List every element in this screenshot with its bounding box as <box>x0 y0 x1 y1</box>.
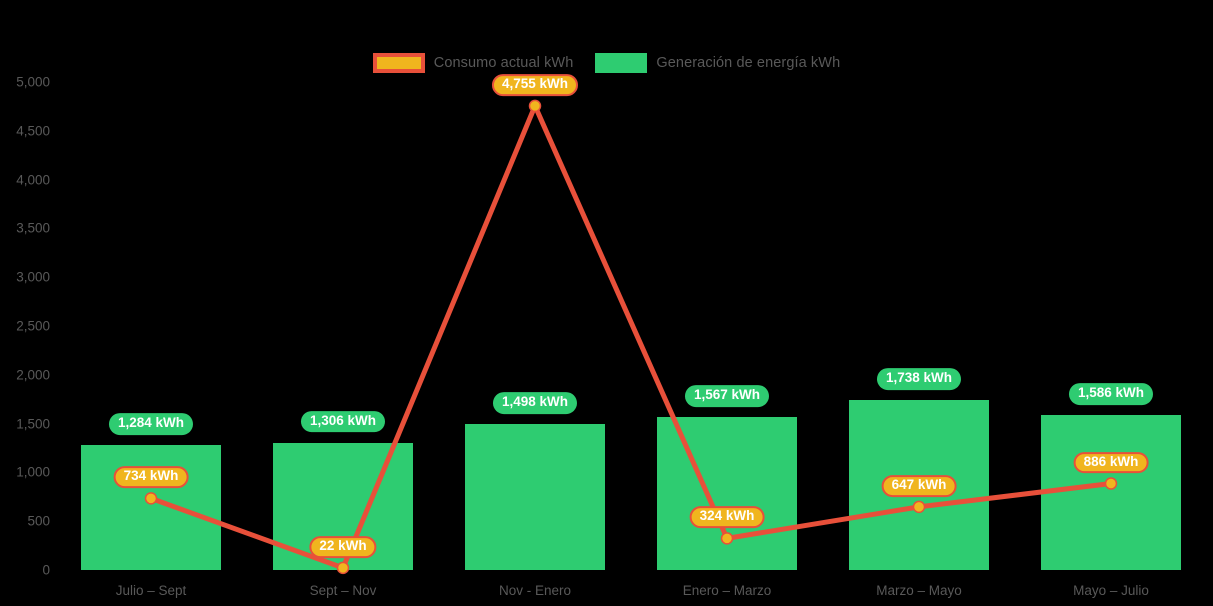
legend-label-consumo: Consumo actual kWh <box>433 55 574 71</box>
generacion-swatch-icon <box>595 53 648 73</box>
consumo-line <box>148 103 1114 571</box>
y-axis-tick: 4,000 <box>16 172 50 188</box>
y-axis-tick: 0 <box>42 562 50 578</box>
legend-label-generacion: Generación de energía kWh <box>656 55 841 71</box>
line-data-point[interactable] <box>144 492 158 505</box>
line-data-point[interactable] <box>912 500 926 514</box>
x-axis: Julio – Sept Sept – Nov Nov - Enero Enero –… <box>0 583 1213 606</box>
x-axis-tick: Mayo – Julio <box>1073 583 1149 598</box>
line-value-label: 22 kWh <box>309 535 377 558</box>
x-axis-tick: Enero – Marzo <box>682 583 772 598</box>
consumo-swatch-icon <box>372 53 425 73</box>
line-value-label: 886 kWh <box>1073 451 1149 474</box>
y-axis-tick: 2,000 <box>16 367 50 383</box>
legend-item-consumo[interactable]: Consumo actual kWh <box>372 53 574 73</box>
line-value-label: 734 kWh <box>113 466 189 489</box>
bar[interactable] <box>1041 415 1181 570</box>
x-axis-tick: Julio – Sept <box>115 583 187 598</box>
y-axis-tick: 3,500 <box>16 220 50 236</box>
bar-value-label: 1,586 kWh <box>1068 383 1154 406</box>
line-value-label: 324 kWh <box>689 506 765 529</box>
y-axis-tick: 5,000 <box>16 74 50 90</box>
x-axis-tick: Marzo – Mayo <box>876 583 962 598</box>
x-axis-tick: Nov - Enero <box>498 583 572 598</box>
line-data-point[interactable] <box>1104 477 1118 490</box>
y-axis: 0 500 1,000 1,500 2,000 2,500 3,000 3,500 4,000 4… <box>0 0 50 606</box>
bar-value-label: 1,498 kWh <box>492 391 578 414</box>
y-axis-tick: 500 <box>27 513 50 529</box>
line-data-point[interactable] <box>336 561 350 575</box>
x-axis-tick: Sept – Nov <box>309 583 377 598</box>
bar[interactable] <box>465 423 605 570</box>
y-axis-tick: 4,500 <box>16 123 50 139</box>
bar-value-label: 1,567 kWh <box>684 385 770 407</box>
y-axis-tick: 2,500 <box>16 318 50 334</box>
chart-legend: Consumo actual kWh Generación de energía… <box>0 50 1213 76</box>
bar-value-label: 1,738 kWh <box>876 368 962 391</box>
y-axis-tick: 1,500 <box>16 416 50 432</box>
line-data-point[interactable] <box>528 99 542 113</box>
line-value-label: 647 kWh <box>881 474 957 497</box>
legend-item-generacion[interactable]: Generación de energía kWh <box>595 53 840 73</box>
line-value-label: 4,755 kWh <box>491 73 579 96</box>
bar-value-label: 1,306 kWh <box>300 410 386 433</box>
y-axis-tick: 1,000 <box>16 464 50 480</box>
bar[interactable] <box>81 444 221 570</box>
line-data-point[interactable] <box>720 532 734 545</box>
bar-value-label: 1,284 kWh <box>108 412 194 435</box>
y-axis-tick: 3,000 <box>16 269 50 285</box>
